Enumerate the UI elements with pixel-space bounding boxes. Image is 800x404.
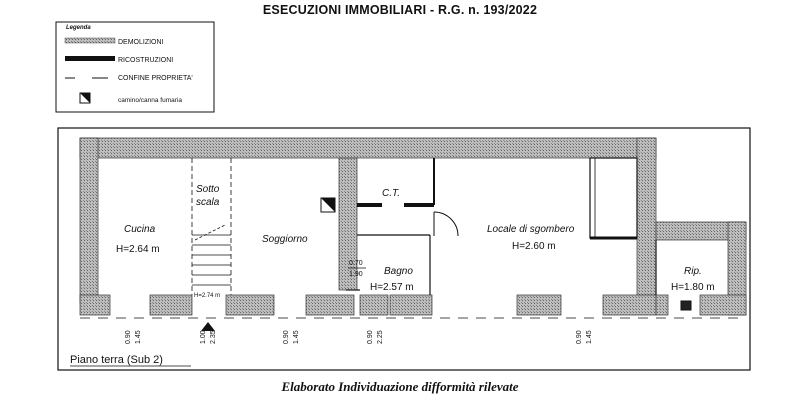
- svg-text:1.45: 1.45: [135, 330, 142, 344]
- room-cucina-label: Cucina: [124, 224, 156, 235]
- opening-label-3: 0.90 1.45: [283, 330, 300, 344]
- opening-label-1: 0.90 1.45: [125, 330, 142, 344]
- svg-text:1.45: 1.45: [293, 330, 300, 344]
- legend-item-demolizioni: DEMOLIZIONI: [118, 39, 164, 46]
- stair-height-label: H=2.74 m: [194, 293, 220, 299]
- room-locale-label: Locale di sgombero: [487, 224, 575, 235]
- drawing-caption: Elaborato Individuazione difformità rile…: [281, 379, 519, 394]
- svg-text:0.90: 0.90: [576, 330, 583, 344]
- svg-text:0.90: 0.90: [125, 330, 132, 344]
- svg-text:1.45: 1.45: [586, 330, 593, 344]
- legend-item-confine: CONFINE PROPRIETA': [118, 75, 193, 82]
- room-locale-height: H=2.60 m: [512, 241, 556, 252]
- hatched-bar-icon: [64, 37, 116, 44]
- room-rip-height: H=1.80 m: [671, 282, 715, 293]
- legend-title: Legenda: [66, 25, 91, 31]
- svg-text:0.90: 0.90: [283, 330, 290, 344]
- room-ct-label: C.T.: [382, 188, 400, 199]
- chimney-icon: [320, 197, 336, 213]
- solid-bar-icon: [65, 56, 115, 61]
- opening-label-2: 1.00 2.35: [200, 330, 217, 344]
- svg-text:1.00: 1.00: [200, 330, 207, 344]
- interior-walls: [346, 157, 657, 295]
- plan-title: Piano terra (Sub 2): [70, 354, 163, 366]
- room-soggiorno-label: Soggiorno: [262, 234, 308, 245]
- legend-box: Legenda DEMOLIZIONI RICOSTRUZIONI CONFIN…: [55, 21, 215, 113]
- room-bagno-height: H=2.57 m: [370, 282, 414, 293]
- svg-text:0.90: 0.90: [367, 330, 374, 344]
- bagno-window-bottom: 1.90: [349, 271, 363, 278]
- staircase: [191, 158, 232, 295]
- walls: [79, 137, 747, 316]
- opening-label-4: 0.90 2.25: [367, 330, 384, 344]
- legend-item-camino: camino/canna fumaria: [118, 97, 182, 104]
- room-bagno-label: Bagno: [384, 266, 413, 277]
- room-sottoscala-label: Sotto: [196, 184, 220, 195]
- chimney-icon: [79, 92, 91, 104]
- legend-item-ricostruzioni: RICOSTRUZIONI: [118, 57, 173, 64]
- svg-text:2.25: 2.25: [377, 330, 384, 344]
- room-sottoscala-label-2: scala: [196, 197, 220, 208]
- bagno-window-top: 0.70: [349, 260, 363, 267]
- opening-label-5: 0.90 1.45: [576, 330, 593, 344]
- document-title: ESECUZIONI IMMOBILIARI - R.G. n. 193/202…: [262, 3, 538, 17]
- room-rip-label: Rip.: [684, 266, 702, 277]
- svg-text:2.35: 2.35: [210, 330, 217, 344]
- plan-frame: [57, 127, 751, 371]
- room-cucina-height: H=2.64 m: [116, 244, 160, 255]
- entrance-arrow-icon: [201, 322, 215, 331]
- chimney-icon: [680, 300, 692, 311]
